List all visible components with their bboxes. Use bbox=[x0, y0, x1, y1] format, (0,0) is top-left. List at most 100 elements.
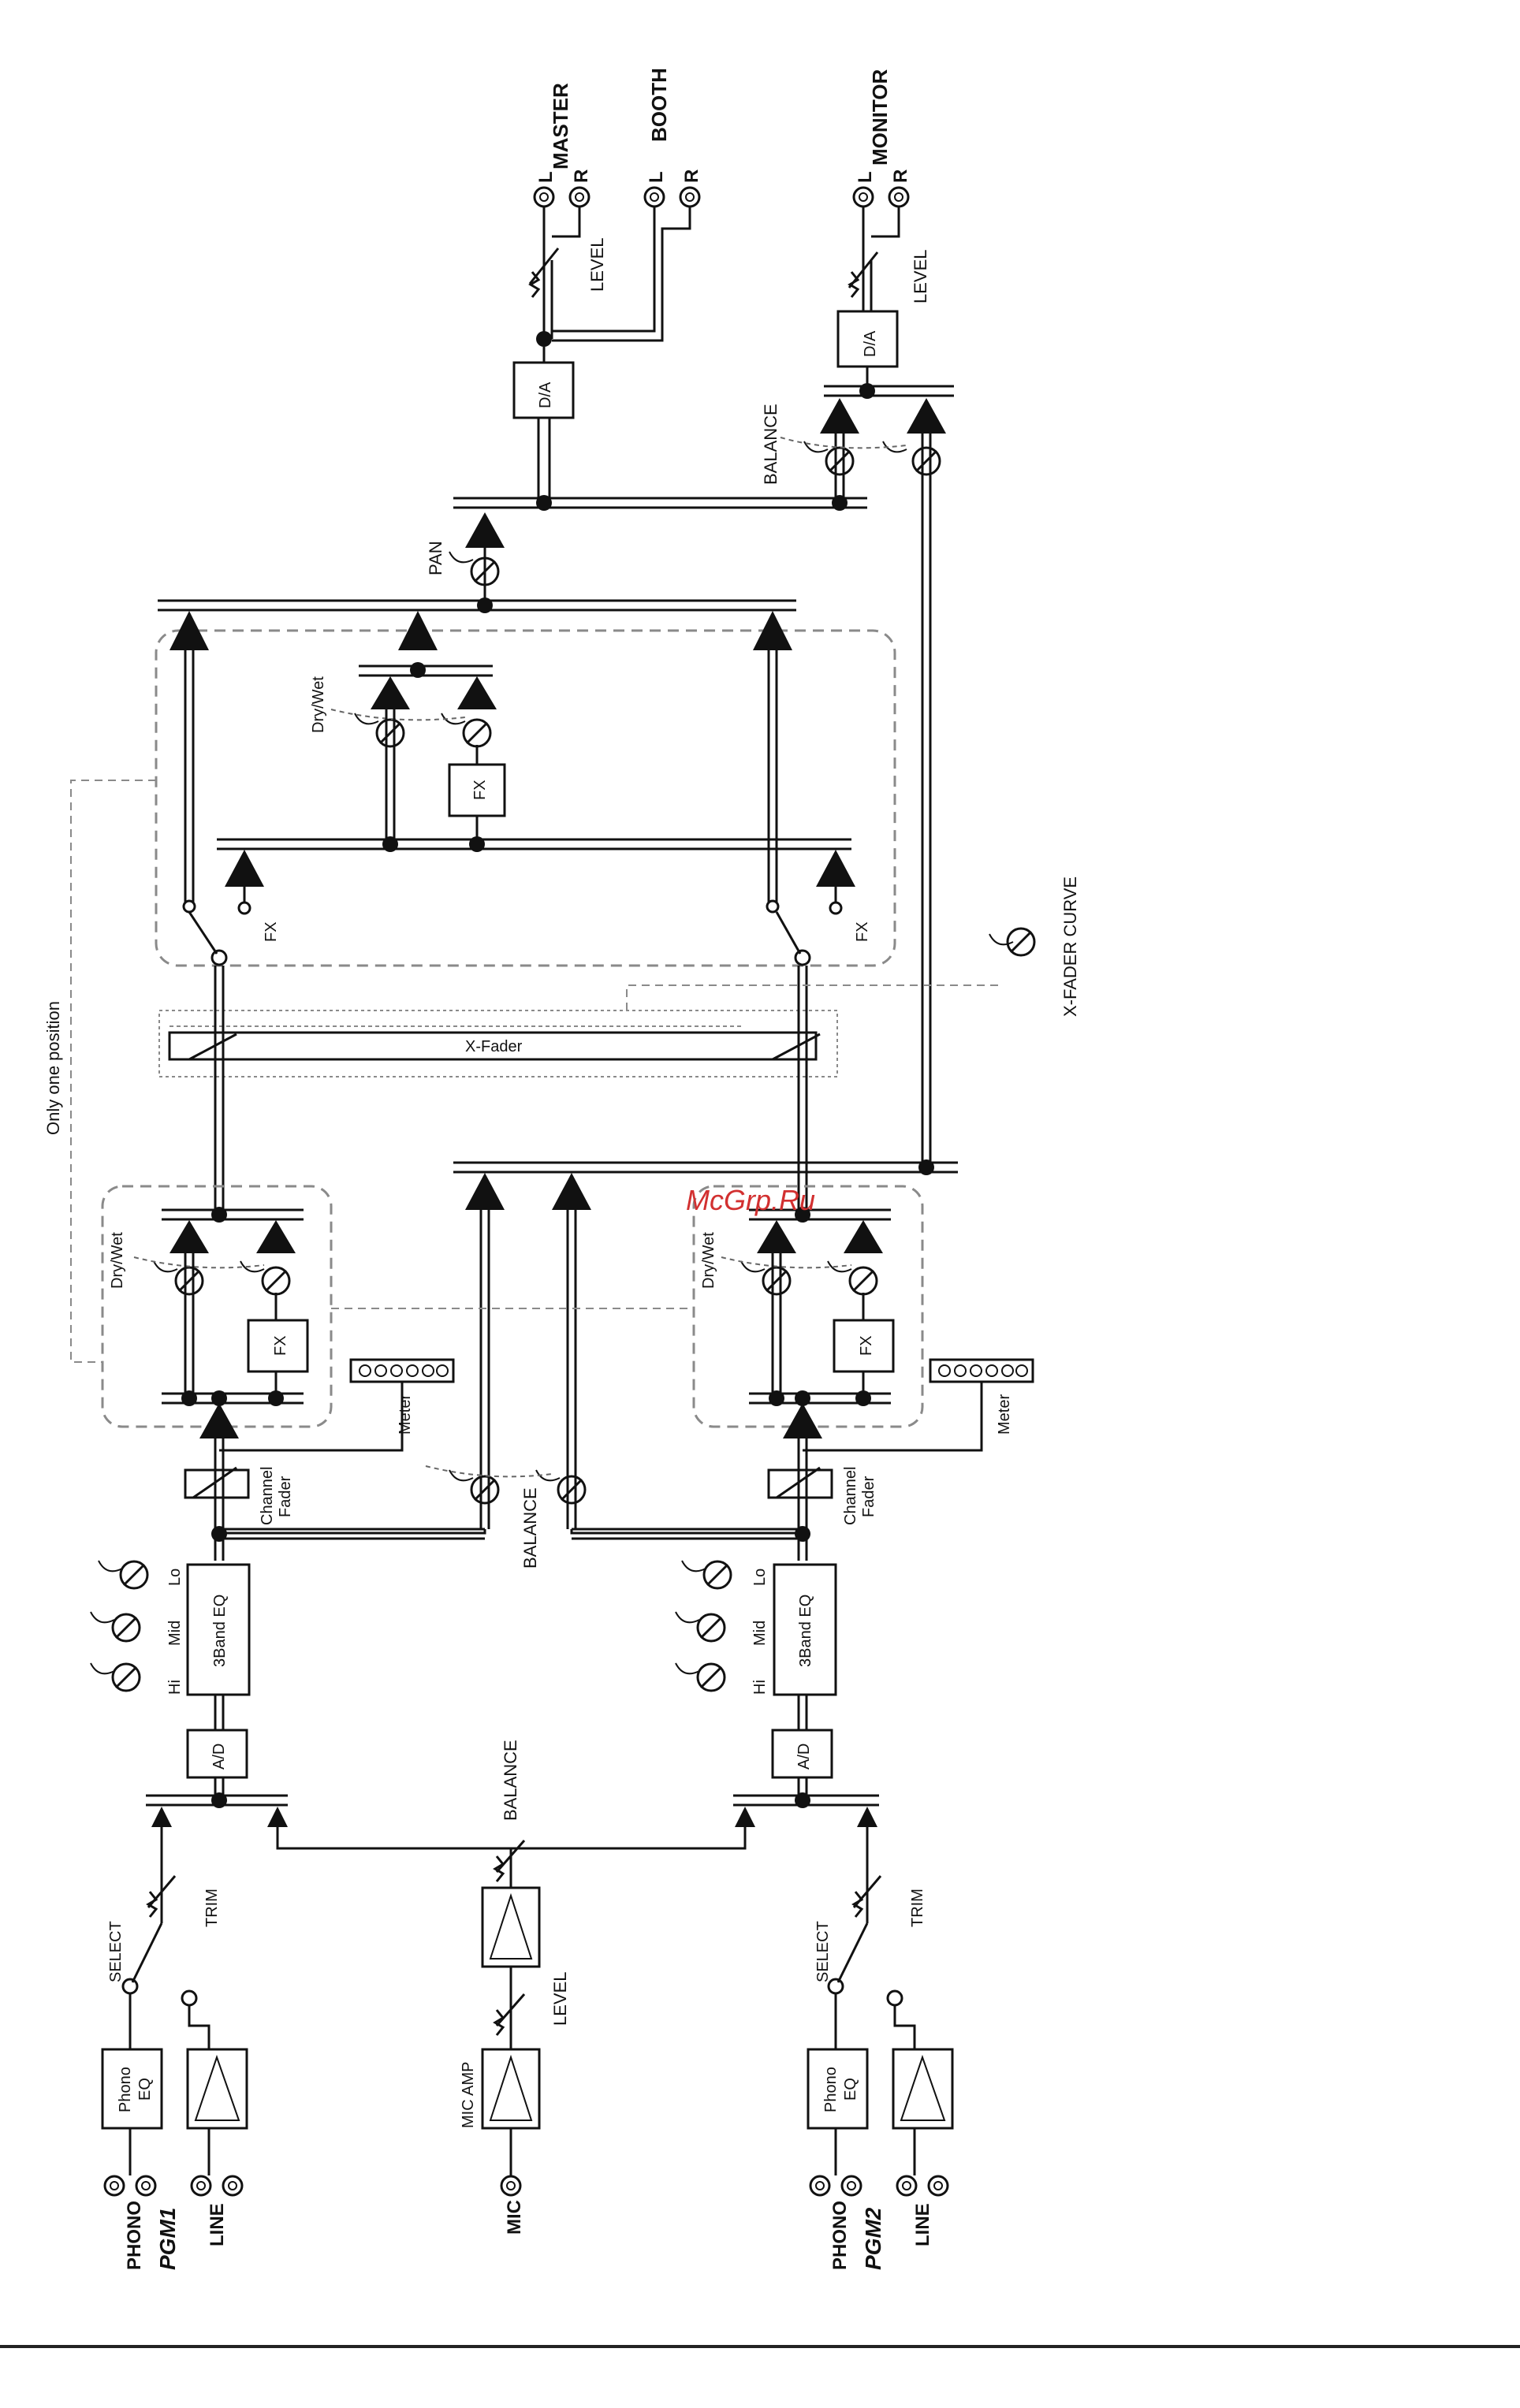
ch2-ad-label: A/D bbox=[795, 1744, 813, 1770]
x-fader-section: X-Fader X-FADER CURVE Only one position bbox=[43, 780, 1080, 1363]
balance-knob-1[interactable] bbox=[470, 1475, 500, 1505]
booth-label: BOOTH bbox=[647, 68, 671, 142]
booth-r-jack[interactable] bbox=[679, 186, 701, 208]
ch1-line-jack-1[interactable] bbox=[190, 2175, 212, 2197]
booth-l-jack[interactable] bbox=[643, 186, 665, 208]
master-fx-box bbox=[448, 763, 506, 817]
ch2-select-label: SELECT bbox=[814, 1921, 832, 1982]
pan-label: PAN bbox=[426, 541, 445, 575]
output-section: MASTER L R BOOTH L R MONITOR L R LEVEL D… bbox=[426, 68, 954, 1167]
master-da-label: D/A bbox=[537, 381, 554, 408]
ch1-lo-knob[interactable] bbox=[119, 1560, 149, 1590]
ch2-lo-knob[interactable] bbox=[702, 1560, 732, 1590]
master-r-jack[interactable] bbox=[568, 186, 590, 208]
x-fader-label: X-Fader bbox=[465, 1038, 523, 1055]
mic-input-label: MIC bbox=[504, 2200, 525, 2235]
mic-section: BALANCE LEVEL MIC AMP MIC bbox=[276, 1740, 747, 2235]
master-label: MASTER bbox=[549, 83, 572, 169]
ch1-drywet-label: Dry/Wet bbox=[109, 1232, 126, 1289]
master-level-label: LEVEL bbox=[587, 238, 607, 292]
ch2-phono-label: Phono bbox=[822, 2067, 840, 2112]
ch1-lo-label: Lo bbox=[166, 1569, 184, 1586]
ch1-channel-label: Channel bbox=[259, 1466, 276, 1525]
ch2-drywet-knob-2[interactable] bbox=[848, 1266, 878, 1296]
master-l-label: L bbox=[535, 171, 557, 183]
ch2-fx-label: FX bbox=[858, 1335, 875, 1356]
booth-r-label: R bbox=[681, 169, 702, 183]
booth-l-label: L bbox=[646, 171, 667, 183]
master-fx-drywet-label: Dry/Wet bbox=[310, 676, 327, 733]
ch1-3band-eq bbox=[186, 1563, 251, 1696]
balance-knob-2[interactable] bbox=[557, 1475, 587, 1505]
master-fx-left-label: FX bbox=[263, 921, 280, 942]
ch2-eq-label: 3Band EQ bbox=[797, 1595, 814, 1667]
ch2-channel-fader[interactable] bbox=[767, 1468, 833, 1499]
ch2-fader-label: Fader bbox=[860, 1476, 877, 1517]
ch2-hi-label: Hi bbox=[751, 1680, 769, 1695]
ch1-phono-jack-2[interactable] bbox=[135, 2175, 157, 2197]
ch2-line-jack-2[interactable] bbox=[927, 2175, 949, 2197]
ch2-lo-label: Lo bbox=[751, 1569, 769, 1586]
master-fx-drywet-knob-1[interactable] bbox=[375, 718, 405, 748]
ch1-drywet-knob-2[interactable] bbox=[261, 1266, 291, 1296]
mic-level-label: LEVEL bbox=[550, 1972, 570, 2027]
monitor-l-jack[interactable] bbox=[852, 186, 874, 208]
watermark: McGrp.Ru bbox=[686, 1184, 816, 1216]
ch2-3band-eq bbox=[773, 1563, 837, 1696]
ch1-mid-label: Mid bbox=[166, 1621, 184, 1646]
ch2-drywet-knob-1[interactable] bbox=[762, 1266, 792, 1296]
monitor-balance-knob-1[interactable] bbox=[825, 446, 855, 476]
monitor-r-label: R bbox=[890, 169, 911, 183]
master-fx-drywet-knob-2[interactable] bbox=[462, 718, 492, 748]
ch2-phono-jack-1[interactable] bbox=[809, 2175, 831, 2197]
ch2-fx-box bbox=[833, 1319, 895, 1373]
ch1-select-label: SELECT bbox=[107, 1921, 125, 1982]
ch1-hi-knob[interactable] bbox=[111, 1662, 141, 1692]
ch1-mid-knob[interactable] bbox=[111, 1613, 141, 1643]
x-fader-curve-label: X-FADER CURVE bbox=[1060, 876, 1080, 1017]
ch1-fx-label: FX bbox=[272, 1335, 289, 1356]
mic-jack[interactable] bbox=[500, 2175, 522, 2197]
ch2-meter-label: Meter bbox=[996, 1394, 1013, 1435]
ch1-line-input-label: LINE bbox=[207, 2203, 228, 2246]
ch2-mid-knob[interactable] bbox=[696, 1613, 726, 1643]
master-l-jack[interactable] bbox=[533, 186, 555, 208]
ch1-trim-label: TRIM bbox=[203, 1889, 221, 1927]
ch1-phono-jack-1[interactable] bbox=[103, 2175, 125, 2197]
monitor-l-label: L bbox=[855, 171, 876, 183]
monitor-label: MONITOR bbox=[868, 69, 892, 166]
pgm2-label: PGM2 bbox=[861, 2207, 885, 2270]
mic-amp-label: MIC AMP bbox=[460, 2062, 477, 2128]
ch2-line-jack-1[interactable] bbox=[896, 2175, 918, 2197]
ch2-hi-knob[interactable] bbox=[696, 1662, 726, 1692]
monitor-r-jack[interactable] bbox=[888, 186, 910, 208]
ch2-phono-input-label: PHONO bbox=[829, 2201, 851, 2270]
master-fx-block: Dry/Wet FX FX FX bbox=[155, 599, 896, 967]
channel-2: Dry/Wet FX Meter Channel Fader 3Band EQ bbox=[675, 1185, 1034, 2270]
master-fx-right-label: FX bbox=[854, 921, 871, 942]
ch2-ad-box bbox=[771, 1729, 833, 1779]
bottom-rule bbox=[0, 2345, 1520, 2348]
x-fader[interactable] bbox=[168, 1031, 818, 1061]
master-fx-box-label: FX bbox=[471, 780, 489, 800]
channel-1: Dry/Wet FX Meter Channel Fader 3Band EQ bbox=[90, 1185, 694, 2270]
ch2-mid-label: Mid bbox=[751, 1621, 769, 1646]
master-r-label: R bbox=[571, 169, 592, 183]
ch1-channel-fader[interactable] bbox=[184, 1468, 250, 1499]
ch1-eq-label: 3Band EQ bbox=[211, 1595, 229, 1667]
ch2-phono-eq-label: EQ bbox=[842, 2078, 859, 2101]
ch2-phono-jack-2[interactable] bbox=[840, 2175, 862, 2197]
ch1-ad-box bbox=[186, 1729, 248, 1779]
monitor-balance-knob-2[interactable] bbox=[911, 446, 941, 476]
ch2-drywet-label: Dry/Wet bbox=[700, 1232, 717, 1289]
ch2-channel-label: Channel bbox=[842, 1466, 859, 1525]
ch1-phono-eq bbox=[101, 2048, 163, 2130]
ch1-line-jack-2[interactable] bbox=[222, 2175, 244, 2197]
ch1-drywet-knob-1[interactable] bbox=[174, 1266, 204, 1296]
ch1-fx-box bbox=[247, 1319, 309, 1373]
balance-bus: BALANCE bbox=[219, 1159, 958, 1569]
monitor-level-label: LEVEL bbox=[911, 250, 930, 304]
mic-balance-label: BALANCE bbox=[501, 1740, 520, 1821]
ch2-line-input-label: LINE bbox=[912, 2203, 933, 2246]
